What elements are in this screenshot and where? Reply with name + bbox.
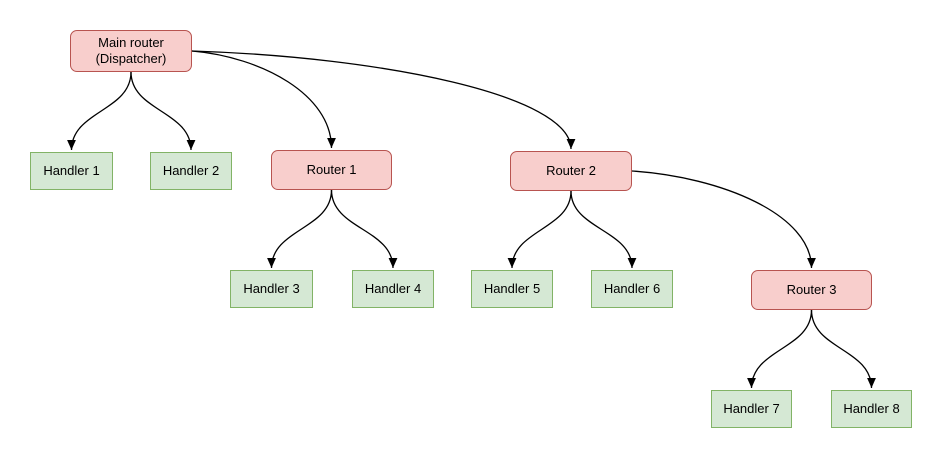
edge-main-to-handler2 (130, 71, 196, 151)
edge-router1-to-handler4 (330, 189, 398, 269)
node-handler-3[interactable]: Handler 3 (230, 270, 313, 308)
node-handler-7[interactable]: Handler 7 (711, 390, 792, 428)
edge-router2-to-router3 (631, 170, 816, 269)
node-handler-2-label: Handler 2 (162, 162, 220, 178)
node-handler-1[interactable]: Handler 1 (30, 152, 113, 190)
node-handler-7-label: Handler 7 (723, 400, 780, 416)
node-router-2[interactable]: Router 2 (510, 151, 632, 191)
node-router-3[interactable]: Router 3 (751, 270, 872, 310)
edge-router3-to-handler7 (747, 309, 813, 389)
node-handler-4-label: Handler 4 (364, 280, 422, 296)
edge-router2-to-handler5 (507, 190, 572, 269)
node-handler-5[interactable]: Handler 5 (471, 270, 553, 308)
node-router-2-label: Router 2 (546, 162, 596, 178)
node-handler-5-label: Handler 5 (483, 280, 541, 296)
edge-main-to-handler1 (67, 71, 132, 151)
node-main-router[interactable]: Main router (Dispatcher) (70, 30, 192, 72)
node-handler-6[interactable]: Handler 6 (591, 270, 673, 308)
edge-router3-to-handler8 (810, 309, 876, 389)
node-main-router-label-line1: Main router (98, 34, 164, 50)
node-handler-6-label: Handler 6 (603, 280, 661, 296)
node-handler-1-label: Handler 1 (43, 162, 100, 178)
edge-router2-to-handler6 (570, 190, 637, 269)
node-handler-4[interactable]: Handler 4 (352, 270, 434, 308)
node-main-router-label-line2: (Dispatcher) (95, 51, 167, 66)
edge-main-to-router1 (191, 50, 336, 149)
edge-router1-to-handler3 (267, 189, 333, 269)
node-handler-2[interactable]: Handler 2 (150, 152, 232, 190)
node-router-1-label: Router 1 (306, 161, 357, 177)
node-handler-8[interactable]: Handler 8 (831, 390, 912, 428)
node-handler-8-label: Handler 8 (843, 400, 900, 416)
edge-main-to-router2 (191, 50, 576, 150)
node-router-3-label: Router 3 (786, 281, 837, 297)
node-handler-3-label: Handler 3 (243, 280, 300, 296)
node-router-1[interactable]: Router 1 (271, 150, 392, 190)
